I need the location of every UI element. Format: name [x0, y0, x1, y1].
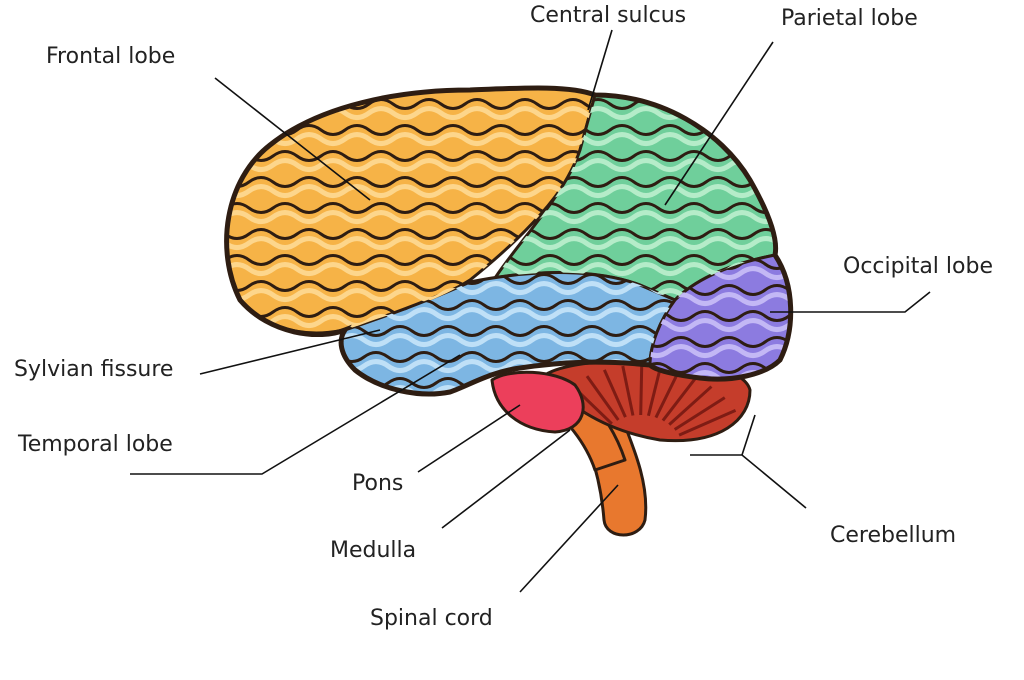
cerebellum-fold-line [646, 366, 663, 417]
leader-frontal-lobe [214, 77, 371, 201]
label-frontal-lobe: Frontal lobe [46, 44, 176, 69]
leader-cerebellum-branch [741, 414, 756, 456]
cerebellum-fold-line [668, 385, 713, 426]
label-pons: Pons [352, 471, 404, 496]
label-central-sulcus: Central sulcus [530, 3, 687, 28]
cerebellum-folia [545, 364, 737, 441]
cerebellum-fold-line [585, 375, 620, 421]
label-occipital-lobe: Occipital lobe [843, 254, 993, 279]
cerebellum-fold-line [654, 370, 681, 419]
leader-medulla [441, 429, 571, 529]
leader-pons [417, 404, 521, 473]
leader-sylvian-fissure [199, 329, 381, 375]
leader-cerebellum [690, 454, 807, 509]
cerebrum-outline [224, 85, 794, 397]
cerebellum-fold-line [602, 369, 627, 418]
label-temporal-lobe: Temporal lobe [18, 432, 173, 457]
cerebellum-fold-line [661, 376, 698, 422]
label-parietal-lobe: Parietal lobe [781, 6, 918, 31]
leader-lines [130, 29, 931, 593]
label-medulla: Medulla [330, 538, 417, 563]
label-cerebellum: Cerebellum [830, 523, 957, 548]
leader-occipital-lobe [770, 291, 931, 313]
label-sylvian-fissure: Sylvian fissure [14, 357, 174, 382]
cerebellum-fold-line [621, 365, 635, 416]
leader-spinal-cord [519, 484, 619, 593]
cerebellum-fold-line [673, 396, 726, 431]
label-spinal-cord: Spinal cord [370, 606, 493, 631]
leader-central-sulcus [587, 29, 613, 111]
leader-parietal-lobe [664, 41, 774, 206]
pons-shape [490, 370, 585, 434]
cerebellum-fold-line [639, 364, 644, 416]
leader-temporal-lobe [130, 354, 461, 475]
cerebellum-fold-line [678, 409, 737, 437]
